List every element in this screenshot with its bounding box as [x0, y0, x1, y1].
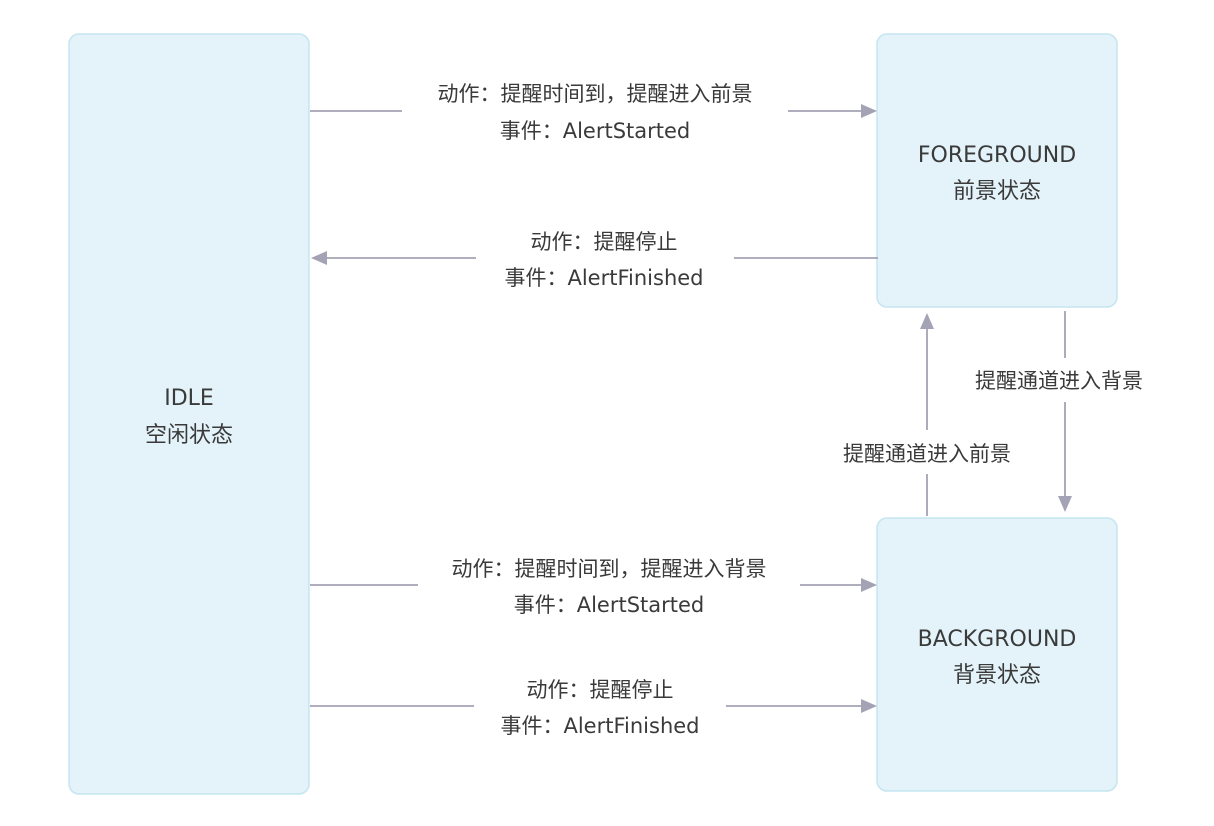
arrowhead-down-icon: [1058, 496, 1072, 512]
idle-state: IDLE 空闲状态: [68, 33, 310, 795]
transition-event-label: 事件：AlertFinished: [504, 266, 703, 290]
transition-action-label: 动作：提醒停止: [531, 230, 678, 254]
foreground-state-name: FOREGROUND: [918, 143, 1076, 168]
idle-state-box: [68, 33, 310, 795]
transition-idle-to-background-finished: 动作：提醒停止 事件：AlertFinished: [310, 678, 877, 738]
background-state-box: [876, 517, 1118, 792]
idle-state-desc: 空闲状态: [145, 423, 233, 448]
transition-action-label: 动作：提醒停止: [527, 678, 674, 702]
transition-event-label: 事件：AlertFinished: [500, 714, 699, 738]
arrowhead-left-icon: [311, 251, 327, 265]
background-state: BACKGROUND 背景状态: [876, 517, 1118, 792]
arrowhead-right-icon: [861, 104, 877, 118]
transition-idle-to-background: 动作：提醒时间到，提醒进入背景 事件：AlertStarted: [310, 557, 877, 617]
transition-label: 提醒通道进入前景: [843, 442, 1011, 466]
arrowhead-up-icon: [920, 313, 934, 329]
transition-event-label: 事件：AlertStarted: [514, 593, 705, 617]
transition-action-label: 动作：提醒时间到，提醒进入前景: [438, 82, 753, 106]
transition-foreground-to-background: 提醒通道进入背景: [975, 311, 1143, 512]
transition-label: 提醒通道进入背景: [975, 369, 1143, 393]
transition-foreground-to-idle: 动作：提醒停止 事件：AlertFinished: [311, 230, 878, 290]
arrowhead-right-icon: [861, 699, 877, 713]
arrowhead-right-icon: [861, 578, 877, 592]
background-state-desc: 背景状态: [953, 663, 1041, 688]
foreground-state-box: [876, 33, 1118, 308]
transition-idle-to-foreground: 动作：提醒时间到，提醒进入前景 事件：AlertStarted: [310, 82, 877, 143]
foreground-state: FOREGROUND 前景状态: [876, 33, 1118, 308]
foreground-state-desc: 前景状态: [953, 179, 1041, 204]
transition-background-to-foreground: 提醒通道进入前景: [843, 313, 1011, 516]
transition-action-label: 动作：提醒时间到，提醒进入背景: [452, 557, 767, 581]
background-state-name: BACKGROUND: [918, 627, 1077, 652]
idle-state-name: IDLE: [164, 386, 214, 411]
transition-event-label: 事件：AlertStarted: [500, 119, 691, 143]
